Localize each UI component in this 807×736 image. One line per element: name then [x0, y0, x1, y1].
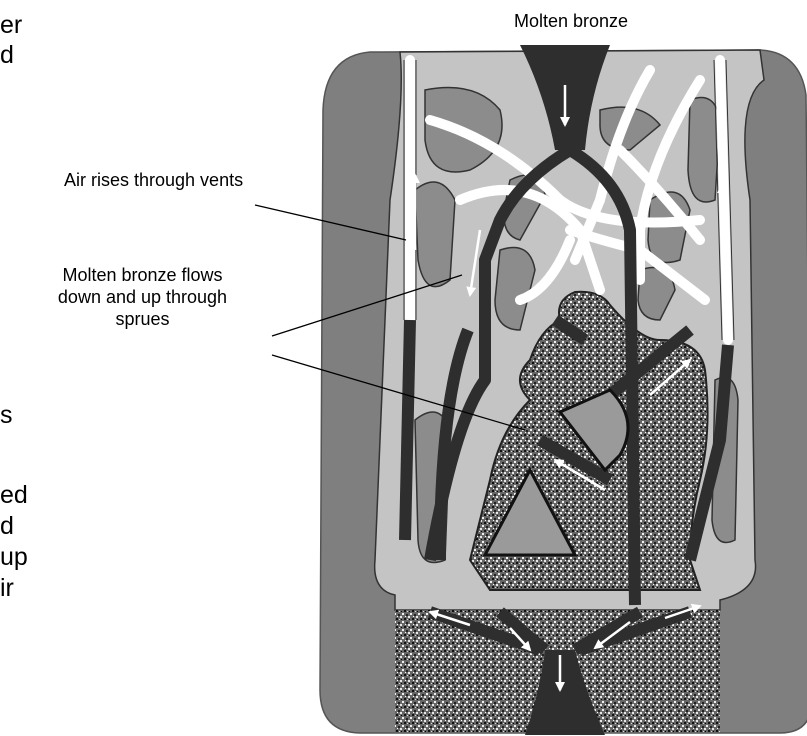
label-molten-bronze: Molten bronze — [514, 10, 628, 32]
label-air-vents: Air rises through vents — [64, 169, 243, 191]
label-sprues-line-1: Molten bronze flows — [20, 264, 265, 286]
label-sprues-line-3: sprues — [20, 308, 265, 330]
label-sprues-line-2: down and up through — [20, 286, 265, 308]
